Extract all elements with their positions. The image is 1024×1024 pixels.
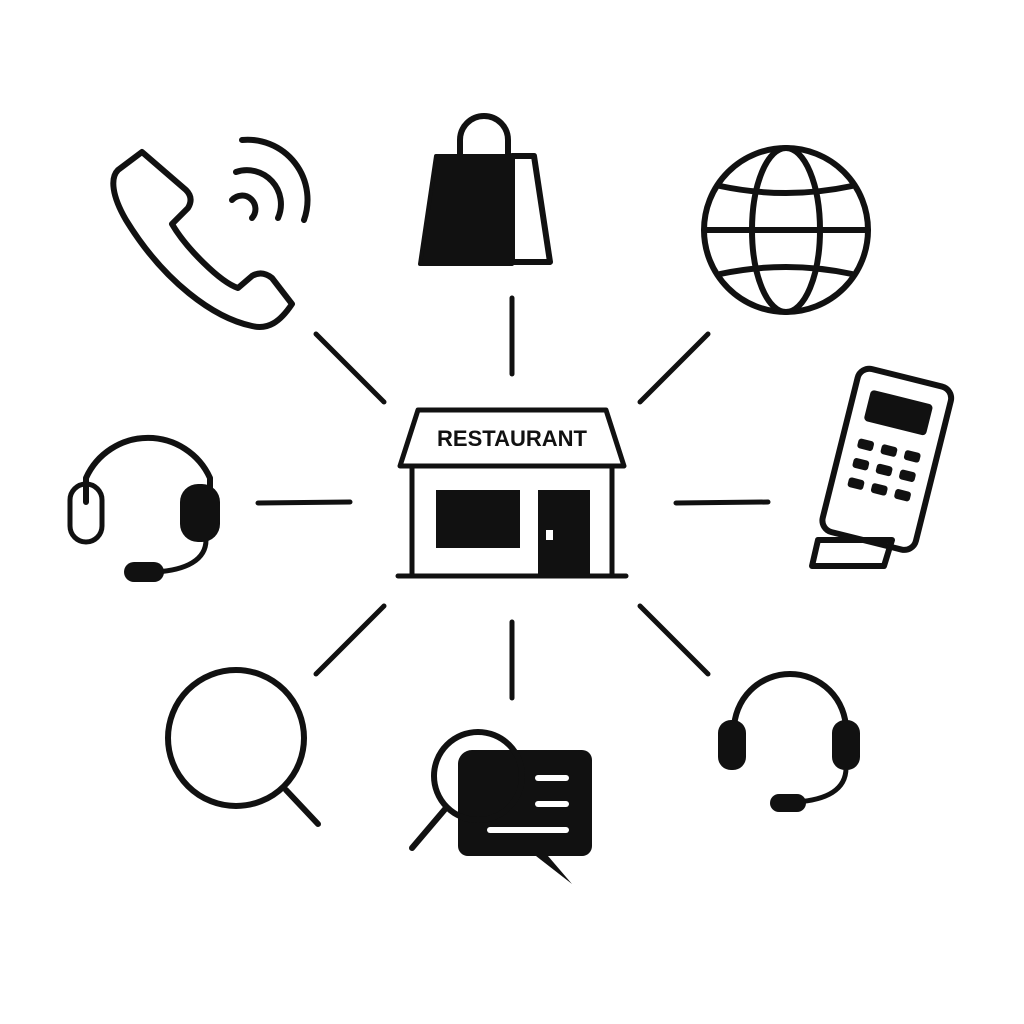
headset-icon: [67, 435, 220, 582]
connector-globe: [637, 331, 711, 405]
storefront-window: [436, 490, 520, 548]
shopping-bag-icon: [418, 113, 553, 266]
connector-terminal: [673, 499, 771, 506]
connector-search: [313, 603, 387, 677]
connector-headset: [255, 499, 353, 506]
magnifying-glass-icon: [165, 667, 321, 827]
headset-small-icon: [718, 671, 860, 812]
search-chat-icon: [409, 729, 592, 884]
globe-icon: [701, 145, 871, 315]
connector-headset-small: [637, 603, 711, 677]
connector-phone: [313, 331, 387, 405]
restaurant-label: RESTAURANT: [437, 426, 587, 451]
payment-terminal-icon: [809, 365, 955, 569]
phone-call-icon: [110, 136, 311, 330]
storefront-door: [538, 490, 590, 576]
connectors: [255, 295, 771, 701]
restaurant-storefront-icon: RESTAURANT: [395, 407, 629, 579]
